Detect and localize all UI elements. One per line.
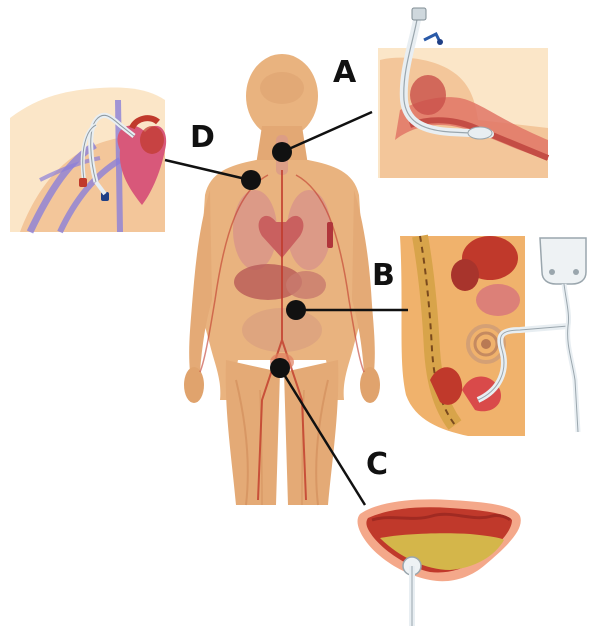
panel-c-bladder-catheter [358, 499, 521, 626]
label-a: A [333, 55, 357, 90]
label-b: B [372, 258, 395, 293]
marker-dot-b [286, 300, 306, 320]
panel-d-central-venous-catheter [10, 88, 166, 233]
marker-dot-c [270, 358, 290, 378]
label-c: C [366, 447, 388, 482]
label-d: D [190, 120, 215, 155]
marker-dot-a [272, 142, 292, 162]
panel-a-endotracheal-tube [378, 8, 548, 178]
marker-dot-d [241, 170, 261, 190]
panel-b-peritoneal-dialysis [400, 236, 586, 436]
